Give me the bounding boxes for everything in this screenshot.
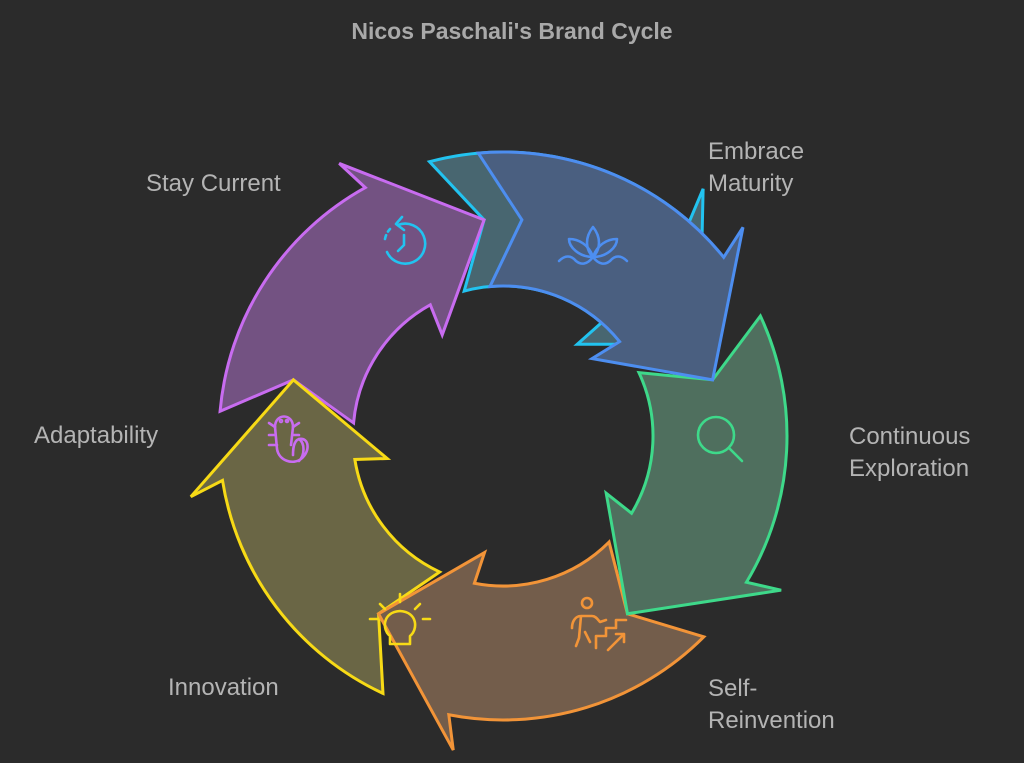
arrow-continuous-exploration bbox=[604, 313, 789, 616]
label-line: Stay Current bbox=[146, 170, 281, 197]
label-line: Maturity bbox=[708, 170, 794, 197]
label-embrace-maturity: Embrace Maturity bbox=[708, 136, 804, 200]
clock-refresh-icon bbox=[383, 215, 427, 265]
label-self-reinvention: Self- Reinvention bbox=[708, 673, 835, 737]
arrow-adaptability bbox=[218, 162, 486, 426]
label-line: Innovation bbox=[168, 674, 279, 701]
label-line: Embrace bbox=[708, 138, 805, 165]
label-adaptability: Adaptability bbox=[34, 420, 158, 452]
arrow-self-reinvention bbox=[376, 539, 707, 751]
label-stay-current: Stay Current bbox=[146, 168, 281, 200]
label-line: Exploration bbox=[849, 455, 970, 482]
magnifier-icon bbox=[696, 415, 744, 463]
arrow-innovation bbox=[189, 377, 443, 696]
diagram-title: Nicos Paschali's Brand Cycle bbox=[351, 18, 673, 44]
lotus-icon bbox=[557, 225, 629, 265]
label-line: Reinvention bbox=[708, 707, 835, 734]
arrow-embrace-maturity bbox=[475, 150, 745, 382]
lightbulb-icon bbox=[368, 592, 432, 646]
label-line: Adaptability bbox=[34, 422, 159, 449]
label-innovation: Innovation bbox=[168, 672, 279, 704]
stairs-climber-icon bbox=[570, 596, 628, 652]
label-line: Self- bbox=[708, 675, 758, 702]
salamander-icon bbox=[267, 415, 309, 463]
label-line: Continuous bbox=[849, 423, 971, 450]
label-continuous-exploration: Continuous Exploration bbox=[849, 421, 970, 485]
